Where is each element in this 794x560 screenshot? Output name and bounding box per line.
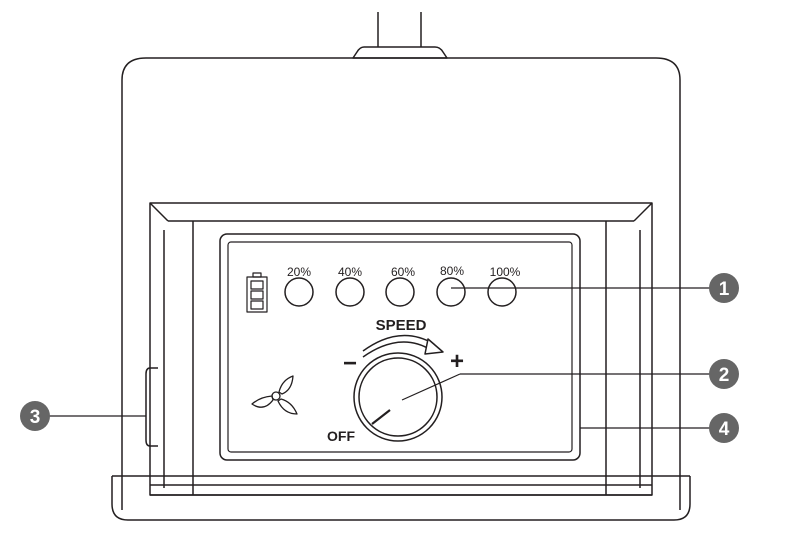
indicator-80 xyxy=(436,277,466,307)
fan-icon xyxy=(251,375,298,415)
plus-label: + xyxy=(450,348,464,375)
control-panel-inner xyxy=(227,241,573,453)
side-switch[interactable] xyxy=(145,367,158,447)
pole xyxy=(352,12,448,59)
callout-3: 3 xyxy=(20,401,50,431)
leader-lines xyxy=(48,287,710,429)
level-label: 20% xyxy=(287,265,311,279)
housing-body xyxy=(121,57,681,510)
level-indicators xyxy=(284,277,517,307)
level-label: 100% xyxy=(490,265,521,279)
control-panel xyxy=(219,233,581,461)
panel-recess xyxy=(149,202,653,496)
speed-knob[interactable] xyxy=(353,352,443,442)
callout-1: 1 xyxy=(709,273,739,303)
speed-label: SPEED xyxy=(376,317,427,334)
callout-number: 3 xyxy=(30,407,41,428)
callout-number: 1 xyxy=(719,279,730,300)
indicator-100 xyxy=(487,277,517,307)
indicator-40 xyxy=(335,277,365,307)
callout-4: 4 xyxy=(709,413,739,443)
indicator-60 xyxy=(385,277,415,307)
battery-icon xyxy=(246,272,268,313)
callout-number: 2 xyxy=(719,365,730,386)
speed-arrow-icon xyxy=(362,334,444,358)
level-label: 40% xyxy=(338,265,362,279)
bottom-base xyxy=(111,475,691,521)
level-label: 60% xyxy=(391,265,415,279)
level-label: 80% xyxy=(440,264,464,278)
minus-label: − xyxy=(343,350,357,377)
off-label: OFF xyxy=(327,428,355,444)
indicator-20 xyxy=(284,277,314,307)
callout-number: 4 xyxy=(719,419,730,440)
callout-2: 2 xyxy=(709,359,739,389)
level-labels: 20% 40% 60% 80% 100% xyxy=(287,264,521,279)
